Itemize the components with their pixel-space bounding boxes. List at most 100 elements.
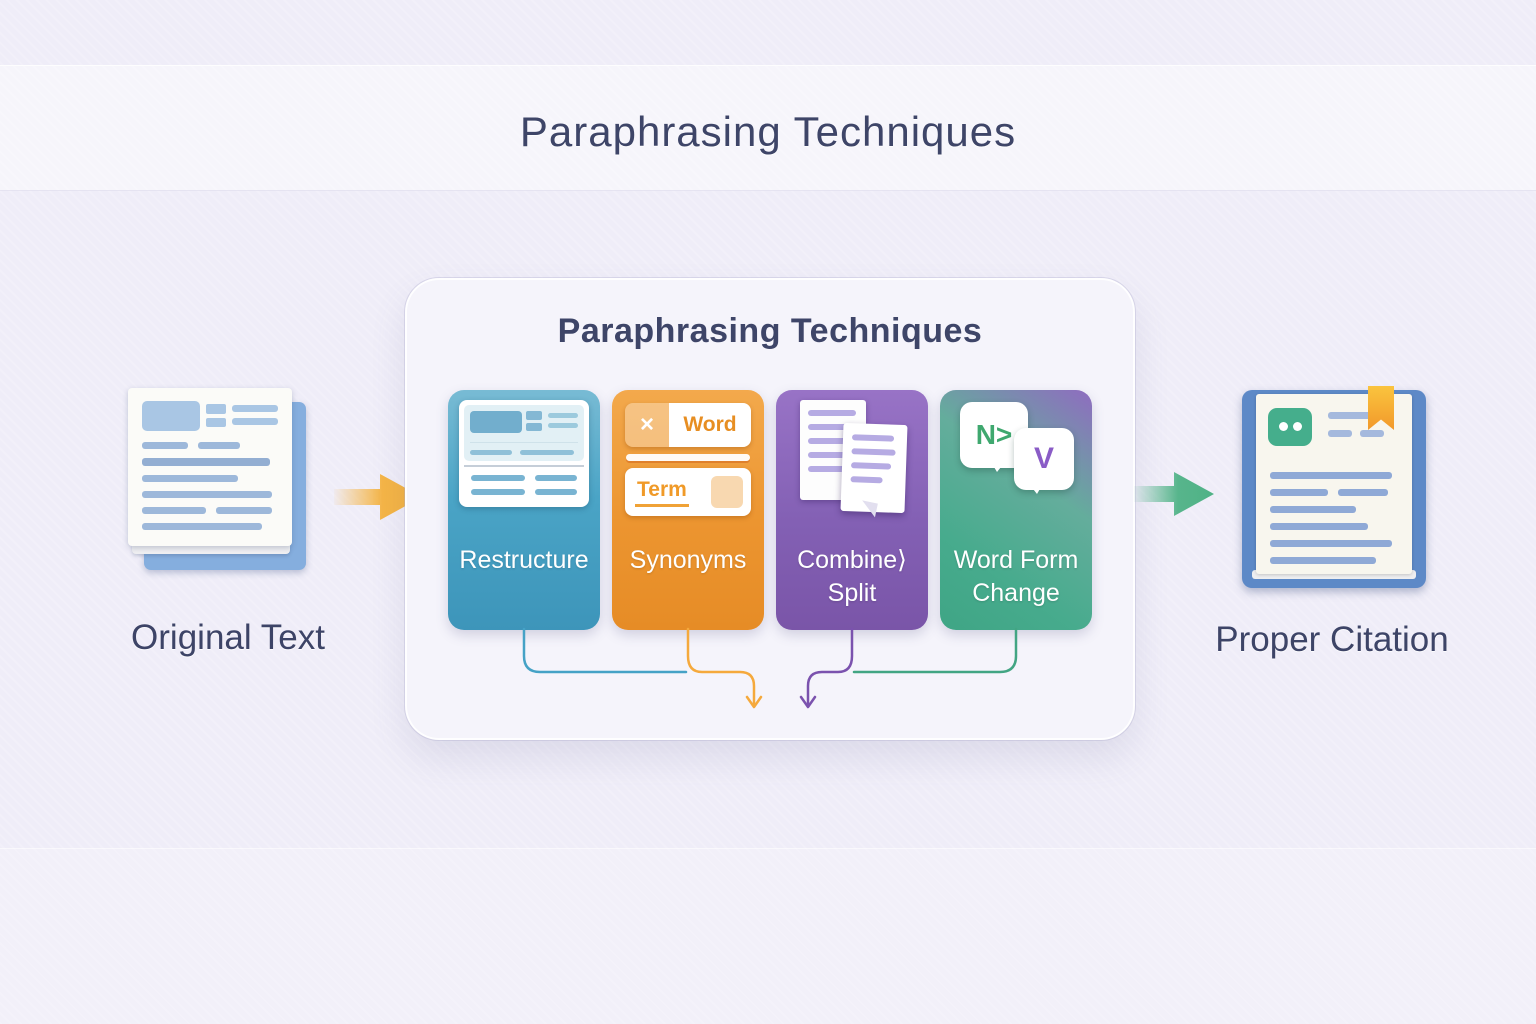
document-text-lines — [142, 442, 278, 530]
text-line — [808, 452, 858, 458]
term-chip-label: Term — [635, 478, 689, 507]
techniques-panel: Paraphrasing Techniques — [405, 278, 1135, 740]
word-chip: × Word — [625, 403, 751, 447]
document-header-row — [142, 401, 278, 431]
text-line — [808, 466, 846, 472]
text-line — [1270, 557, 1376, 564]
document-front-page — [128, 388, 292, 546]
text-line — [142, 523, 262, 530]
header-lines — [232, 401, 278, 431]
text-line — [471, 475, 525, 481]
header-mini-blocks — [206, 401, 226, 431]
label-line: Change — [972, 579, 1060, 607]
card-restructure: Restructure — [448, 390, 600, 630]
original-document-icon — [128, 388, 308, 574]
text-line — [216, 507, 272, 514]
mini-block — [526, 411, 542, 420]
text-line — [850, 476, 883, 484]
text-line-pair — [468, 475, 580, 481]
doc-top-section — [464, 405, 584, 461]
text-line — [851, 448, 896, 456]
text-line — [198, 442, 240, 449]
text-line — [808, 424, 858, 430]
text-line — [535, 489, 577, 495]
text-line-pair — [142, 507, 278, 514]
header-lines — [548, 411, 578, 433]
text-line — [1360, 430, 1384, 437]
text-line — [520, 450, 574, 455]
text-line — [1328, 412, 1384, 419]
header-band — [0, 65, 1536, 191]
header-block — [142, 401, 200, 431]
text-line — [850, 462, 892, 470]
card-label-word-form-change: Word Form Change — [944, 544, 1088, 610]
term-swatch — [711, 476, 743, 508]
term-chip: Term — [625, 468, 751, 516]
technique-cards-row: Restructure × Word Term Synonyms — [407, 390, 1133, 630]
doc-header-row — [470, 411, 578, 433]
mini-block — [206, 418, 226, 427]
word-term-swap-icon: × Word Term — [625, 403, 751, 516]
card-label-restructure: Restructure — [452, 544, 596, 577]
doc-subheader-row — [470, 442, 578, 455]
combine-split-documents-icon — [788, 396, 916, 516]
quote-block-icon — [1268, 408, 1312, 446]
text-line — [808, 438, 852, 444]
text-line-pair — [142, 442, 278, 449]
text-line — [548, 423, 578, 428]
text-line — [470, 450, 512, 455]
footer-band — [0, 848, 1536, 1024]
card-label-combine-split: Combine⟩ Split — [780, 544, 924, 610]
mini-block — [526, 423, 542, 431]
card-word-form-change: N> V Word Form Change — [940, 390, 1092, 630]
text-line — [1270, 523, 1368, 530]
text-line — [142, 458, 270, 466]
card-label-synonyms: Synonyms — [616, 544, 760, 577]
book-page-edge — [1252, 570, 1416, 579]
text-line — [548, 413, 578, 418]
label-line: Restructure — [459, 546, 589, 574]
label-line: Word Form — [953, 546, 1079, 574]
book-page — [1256, 394, 1412, 574]
original-text-label: Original Text — [131, 618, 325, 657]
citation-book-icon — [1240, 380, 1432, 594]
label-line: Combine⟩ — [797, 546, 907, 574]
text-line — [142, 475, 238, 482]
text-line — [471, 489, 525, 495]
label-line: Synonyms — [629, 546, 747, 574]
text-line-pair — [468, 489, 580, 495]
panel-title: Paraphrasing Techniques — [557, 312, 983, 350]
label-line: Split — [827, 579, 877, 607]
document-stacked-edge — [132, 544, 290, 554]
verb-bubble: V — [1014, 428, 1074, 494]
noun-verb-bubbles-icon: N> V — [952, 396, 1080, 512]
text-line — [232, 418, 278, 425]
text-line — [851, 434, 895, 442]
text-line — [1270, 506, 1356, 513]
mini-blocks — [526, 411, 542, 433]
doc-bottom-section — [464, 465, 584, 502]
front-document — [840, 422, 908, 514]
forward-arrow-icon — [334, 474, 422, 520]
text-line — [1270, 472, 1392, 479]
proper-citation-label: Proper Citation — [1215, 620, 1449, 659]
text-line — [1270, 489, 1328, 496]
card-synonyms: × Word Term Synonyms — [612, 390, 764, 630]
text-line — [1270, 540, 1392, 547]
header-block — [470, 411, 522, 433]
text-line — [142, 507, 206, 514]
card-combine-split: Combine⟩ Split — [776, 390, 928, 630]
text-line — [535, 475, 577, 481]
mini-block — [206, 404, 226, 414]
close-icon: × — [625, 403, 669, 447]
text-line — [232, 405, 278, 412]
text-line — [808, 410, 856, 416]
page-title: Paraphrasing Techniques — [519, 108, 1017, 155]
word-chip-label: Word — [669, 403, 751, 447]
text-line — [142, 442, 188, 449]
text-line — [1338, 489, 1388, 496]
text-line — [142, 491, 272, 498]
divider-bar — [626, 454, 750, 461]
restructure-document-icon — [459, 400, 589, 507]
result-arrow-icon — [1134, 472, 1214, 516]
